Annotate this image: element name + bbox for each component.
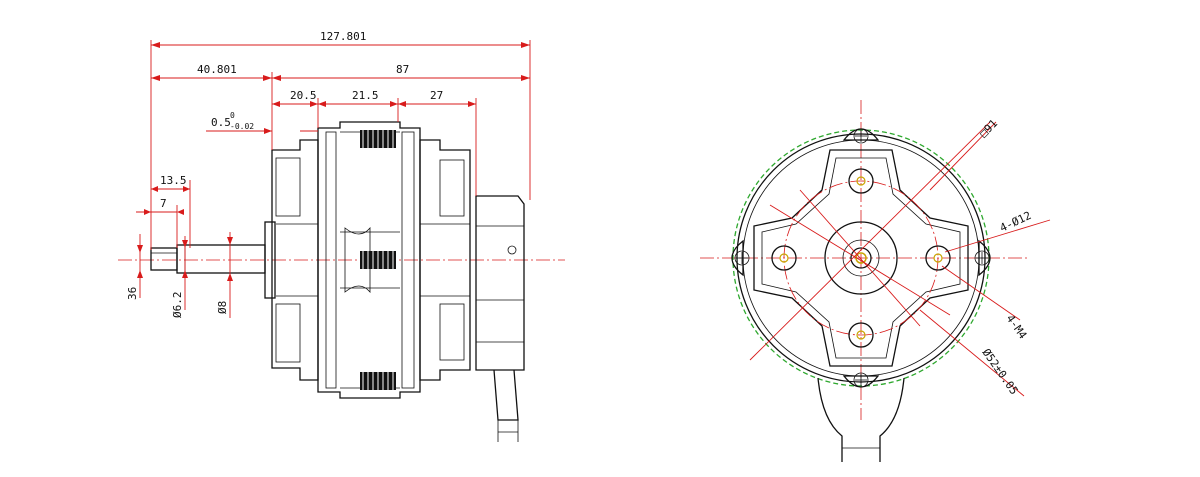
screw-boss-left xyxy=(771,245,797,271)
mounting-ear-right xyxy=(974,239,991,277)
mounting-ear-top xyxy=(842,128,880,144)
dim-shaft-extension: 40.801 xyxy=(197,63,237,76)
dim-gap: 0.5 xyxy=(211,116,231,129)
winding-bottom xyxy=(360,372,396,390)
lead-wire xyxy=(493,369,519,442)
dim-flat-small: 7 xyxy=(160,197,167,210)
screw-boss-right xyxy=(925,245,951,271)
winding-middle xyxy=(360,251,396,269)
shaft xyxy=(150,244,266,274)
dim-seg2: 21.5 xyxy=(352,89,379,102)
dim-seg1: 20.5 xyxy=(290,89,317,102)
dim-gap-sup: 0 xyxy=(230,111,235,120)
dim-seg3: 27 xyxy=(430,89,443,102)
dim-shaft-dia: Ø8 xyxy=(216,301,229,314)
dim-flat-length: 13.5 xyxy=(160,174,187,187)
front-boss xyxy=(264,221,276,299)
front-view: □91 4-Ø12 4-M4 Ø52±0.05 xyxy=(700,100,1051,462)
bolt-circle xyxy=(783,180,939,336)
dim-overall: 127.801 xyxy=(320,30,366,43)
side-view: 127.801 40.801 87 20.5 21.5 27 0.5 0 -0.… xyxy=(118,30,565,442)
winding-top xyxy=(360,130,396,148)
screw-boss-bottom xyxy=(848,322,874,348)
front-lead-wire xyxy=(817,377,905,462)
rear-cover xyxy=(419,139,471,381)
dim-shaft-dia-small: Ø6.2 xyxy=(171,292,184,319)
screw-boss-top xyxy=(848,168,874,194)
dim-body-length: 87 xyxy=(396,63,409,76)
dim-square: □91 xyxy=(977,117,1000,140)
dim-gap-sub: -0.02 xyxy=(230,122,254,131)
terminal-box xyxy=(475,195,525,371)
mounting-ear-left xyxy=(731,239,750,277)
mounting-ear-bottom xyxy=(842,372,880,388)
dim-screw: 4-M4 xyxy=(1004,312,1030,341)
dim-flat-depth: 36 xyxy=(126,287,139,300)
dim-pcd: Ø52±0.05 xyxy=(980,346,1021,397)
